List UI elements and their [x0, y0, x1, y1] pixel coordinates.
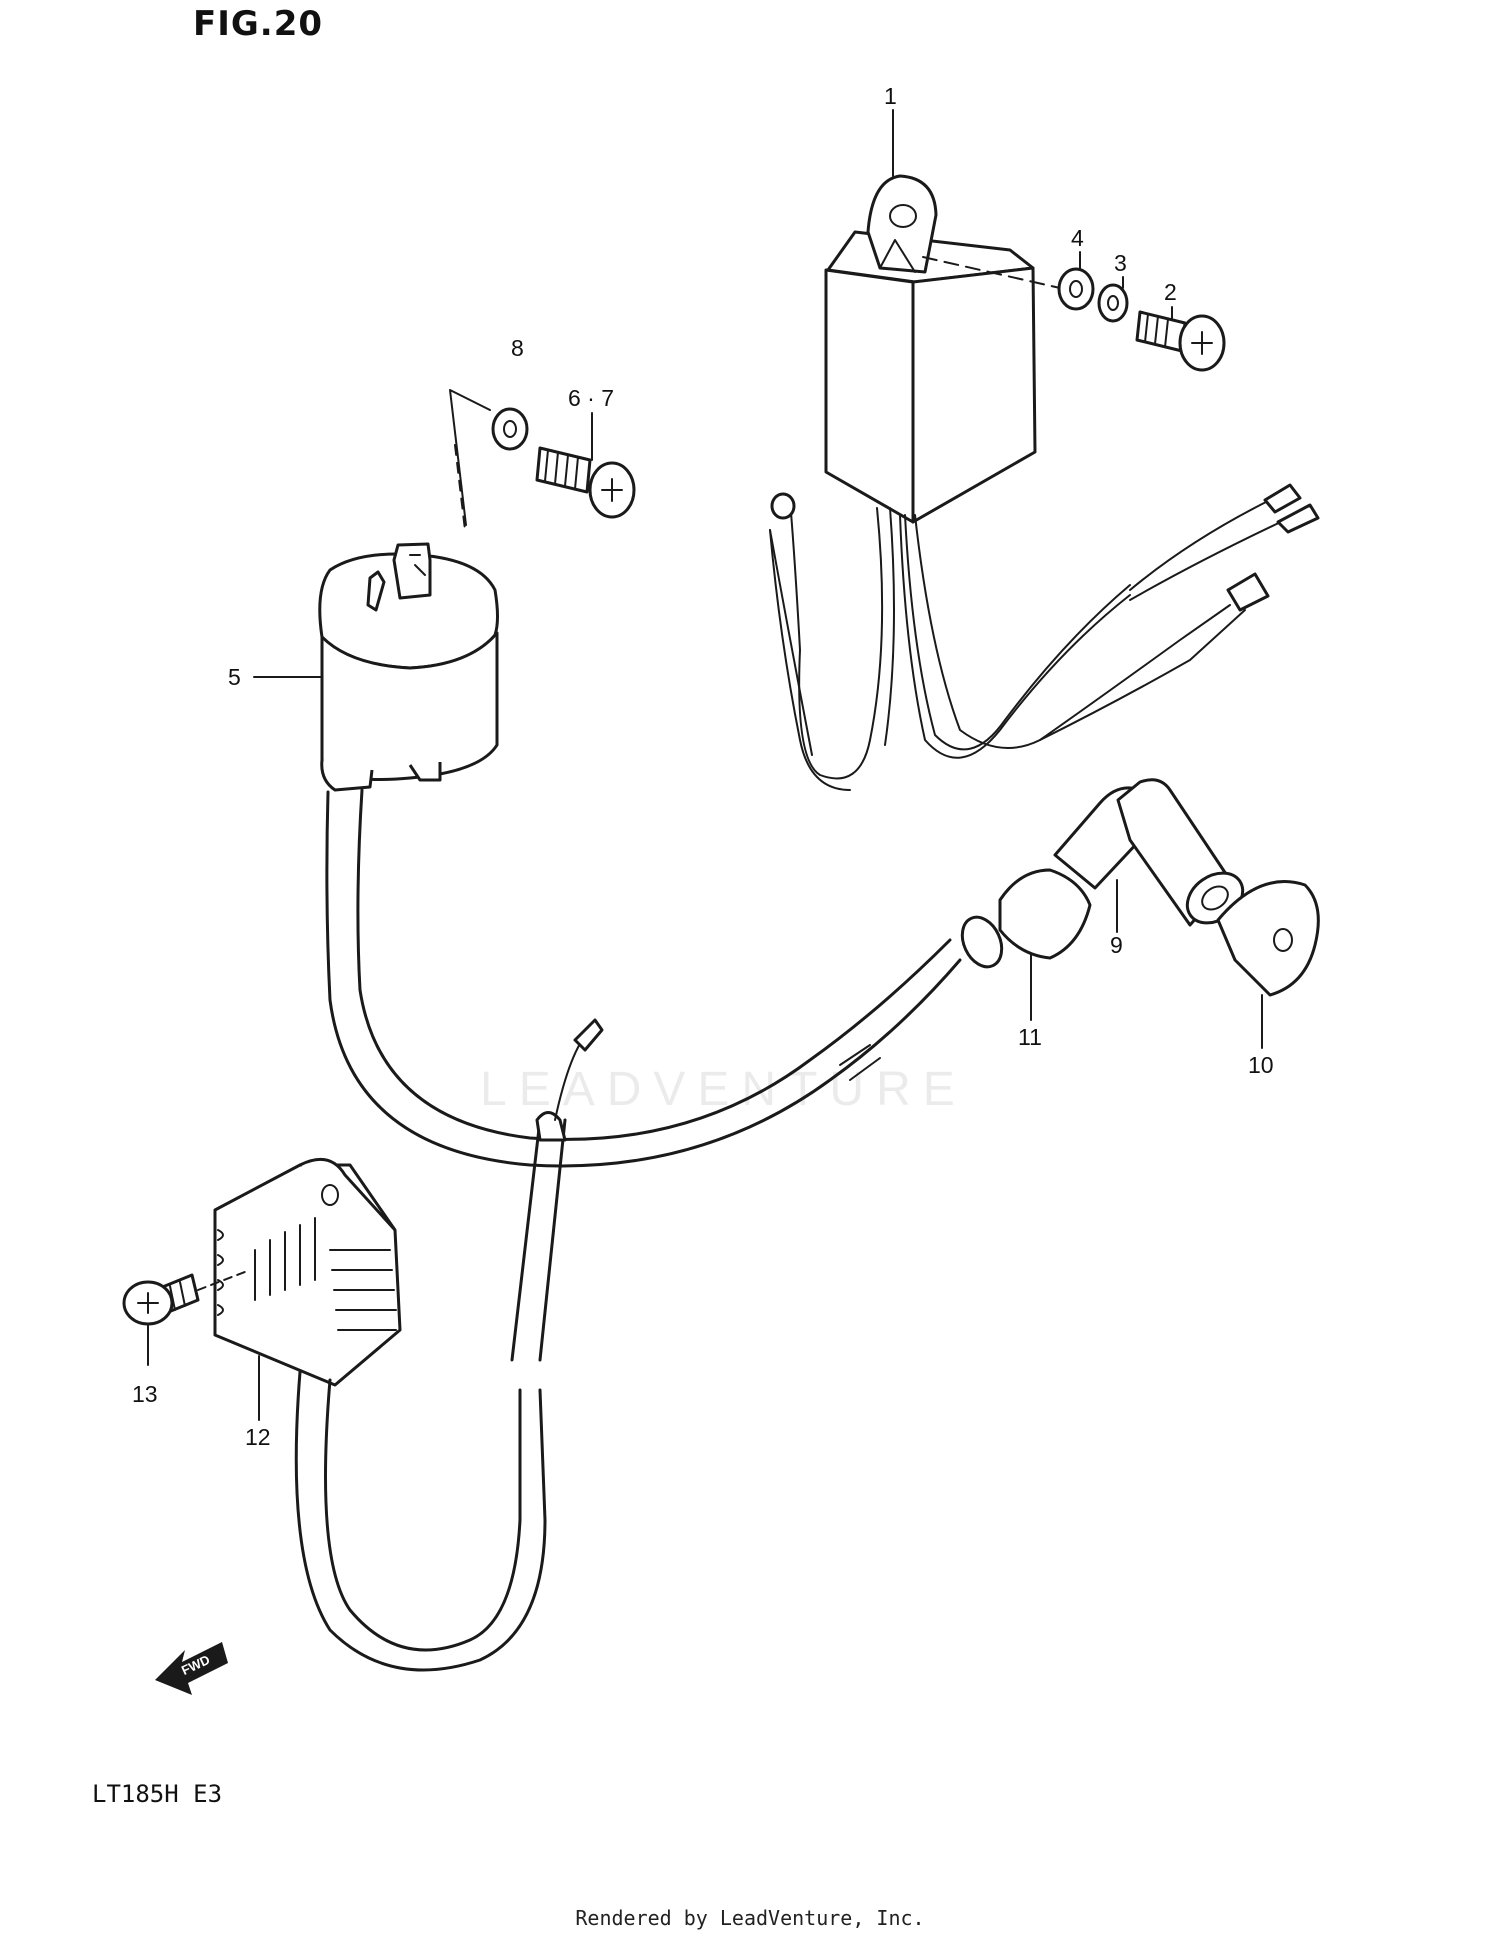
callout-12: 12 — [245, 1424, 271, 1450]
render-credit: Rendered by LeadVenture, Inc. — [575, 1906, 925, 1930]
leader-lines — [147, 109, 1263, 1421]
washer-3[interactable] — [1097, 283, 1129, 323]
callout-6-7: 6 · 7 — [568, 385, 614, 411]
callout-3: 3 — [1114, 250, 1127, 276]
high-tension-lead — [325, 788, 962, 1168]
model-label: LT185H E3 — [92, 1780, 223, 1808]
callout-13: 13 — [132, 1381, 158, 1407]
screw-2[interactable] — [1135, 310, 1226, 372]
cdi-wires — [769, 483, 1320, 791]
fwd-arrow-icon: FWD — [155, 1642, 228, 1695]
screw-13[interactable] — [122, 1269, 251, 1326]
callout-9: 9 — [1110, 932, 1123, 958]
callout-1: 1 — [884, 83, 897, 109]
regulator-wires — [294, 1018, 604, 1672]
ignition-coil[interactable] — [318, 542, 499, 792]
regulator[interactable] — [213, 1157, 402, 1387]
callout-8: 8 — [511, 335, 524, 361]
cdi-unit[interactable] — [824, 174, 1037, 524]
watermark-text: LEADVENTURE — [480, 1063, 967, 1116]
figure-title: FIG.20 — [193, 4, 324, 44]
washer-8[interactable] — [491, 407, 529, 451]
callout-5: 5 — [228, 664, 241, 690]
callout-4: 4 — [1071, 225, 1084, 251]
spark-plug-cap-10[interactable] — [1216, 880, 1320, 997]
callout-11: 11 — [1018, 1024, 1042, 1050]
screw-6-7[interactable] — [535, 446, 636, 519]
cap-seal-11[interactable] — [955, 868, 1092, 973]
callout-10: 10 — [1248, 1052, 1274, 1078]
washer-4[interactable] — [1057, 267, 1095, 311]
callout-2: 2 — [1164, 279, 1177, 305]
